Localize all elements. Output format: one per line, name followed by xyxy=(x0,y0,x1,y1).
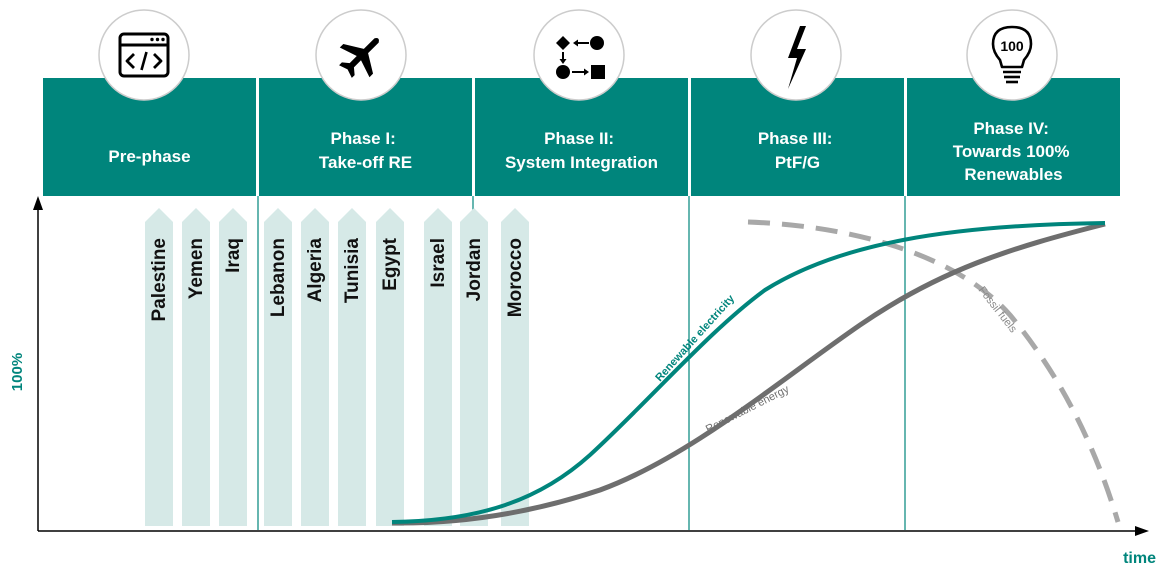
phase-label-three-line-2: PtF/G xyxy=(775,153,820,172)
phase-label-three-line-1: Phase III: xyxy=(758,129,833,148)
phase-label-three: Phase III: PtF/G xyxy=(758,129,837,172)
lightbulb-100-icon: 100 xyxy=(966,9,1058,101)
country-arrows: Palestine Yemen Iraq Lebanon Algeria Tun… xyxy=(145,208,529,526)
fossil-fuels-label: Fossil fuels xyxy=(976,284,1020,335)
country-arrow-israel xyxy=(424,208,452,526)
renewable-electricity-curve xyxy=(391,221,1106,524)
country-arrow-egypt xyxy=(376,208,404,526)
y-axis-label: 100% xyxy=(9,353,26,391)
country-label-iraq: Iraq xyxy=(223,238,244,273)
country-label-israel: Israel xyxy=(428,238,449,288)
country-label-jordan: Jordan xyxy=(464,238,485,301)
phase-label-pre: Pre-phase xyxy=(108,147,190,166)
country-arrow-palestine xyxy=(145,208,173,526)
country-label-lebanon: Lebanon xyxy=(268,238,289,317)
country-label-palestine: Palestine xyxy=(149,238,170,321)
phase-label-four: Phase IV: Towards 100% Renewables xyxy=(953,119,1075,184)
axes: 100% time xyxy=(9,196,1156,567)
fossil-fuels-curve xyxy=(747,219,1121,523)
renewable-electricity-label: Renewable electricity xyxy=(653,292,737,384)
bulb-100-text: 100 xyxy=(1000,38,1024,54)
phase-icons: 100 xyxy=(98,9,1058,101)
country-label-yemen: Yemen xyxy=(186,238,207,299)
airplane-icon xyxy=(315,9,407,101)
country-arrow-iraq xyxy=(219,208,247,526)
country-arrow-lebanon xyxy=(264,208,292,526)
x-axis-arrowhead xyxy=(1135,526,1149,536)
renewable-energy-curve xyxy=(391,221,1106,526)
country-arrow-tunisia xyxy=(338,208,366,526)
country-arrow-yemen xyxy=(182,208,210,526)
phase-label-one-line-1: Phase I: xyxy=(331,129,396,148)
curve-labels: Renewable electricity Renewable energy F… xyxy=(653,284,1019,435)
country-arrow-jordan xyxy=(460,208,488,526)
country-label-morocco: Morocco xyxy=(505,238,526,317)
country-label-algeria: Algeria xyxy=(305,238,326,303)
curves xyxy=(391,219,1121,526)
phase-label-four-line-2: Towards 100% xyxy=(953,142,1070,161)
country-label-egypt: Egypt xyxy=(380,237,401,290)
renewable-energy-label: Renewable energy xyxy=(704,383,792,436)
lightning-bolt-icon xyxy=(750,9,842,101)
phase-dividers xyxy=(257,196,906,530)
flowchart-icon xyxy=(533,9,625,101)
phase-label-four-line-3: Renewables xyxy=(964,165,1062,184)
phase-label-four-line-1: Phase IV: xyxy=(973,119,1049,138)
country-label-tunisia: Tunisia xyxy=(342,238,363,304)
phase-label-two: Phase II: System Integration xyxy=(505,129,658,172)
phase-label-two-line-2: System Integration xyxy=(505,153,658,172)
phase-label-one-line-2: Take-off RE xyxy=(319,153,412,172)
code-window-icon xyxy=(98,9,190,101)
country-arrow-morocco xyxy=(501,208,529,526)
y-axis-arrowhead xyxy=(33,196,43,210)
phase-label-two-line-1: Phase II: xyxy=(544,129,614,148)
phase-label-one: Phase I: Take-off RE xyxy=(319,129,412,172)
country-arrow-algeria xyxy=(301,208,329,526)
phase-label-pre-line-1: Pre-phase xyxy=(108,147,190,166)
x-axis-label: time xyxy=(1123,550,1156,567)
